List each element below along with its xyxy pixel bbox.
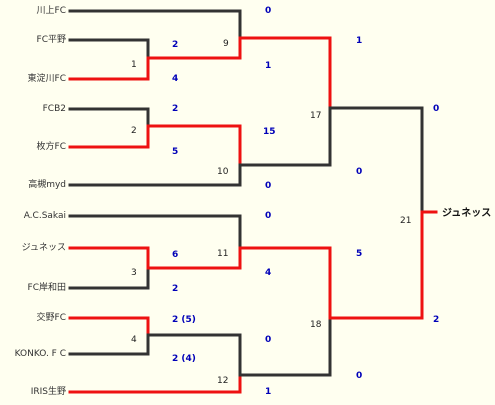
score: 2 [172, 284, 179, 294]
score: 0 [356, 371, 363, 381]
score: 2 [172, 40, 179, 50]
score: 5 [172, 147, 179, 157]
score: 4 [172, 74, 179, 84]
team-name: FCB2 [42, 104, 66, 114]
score: 4 [265, 268, 272, 278]
team-name: KONKO. F C [14, 349, 66, 359]
score: 2 (4) [172, 354, 196, 364]
score: 0 [265, 181, 272, 191]
score: 2 (5) [172, 315, 196, 325]
match-number: 1 [131, 60, 137, 70]
score: 0 [433, 104, 440, 114]
match-number: 4 [131, 335, 137, 345]
match-number: 18 [310, 320, 322, 330]
score: 5 [356, 249, 363, 259]
match-number: 21 [400, 216, 412, 226]
match-number: 11 [217, 249, 229, 259]
champion-name: ジュネッス [442, 208, 492, 219]
score: 1 [356, 36, 363, 46]
team-name: FC岸和田 [27, 283, 66, 293]
team-name: 川上FC [36, 6, 66, 16]
match-number: 17 [310, 111, 322, 121]
score: 1 [265, 387, 272, 397]
score: 0 [356, 167, 363, 177]
score: 0 [265, 335, 272, 345]
team-name: 高槻myd [28, 180, 66, 190]
team-name: 東淀川FC [27, 74, 66, 84]
score: 0 [265, 6, 272, 16]
team-name: IRIS生野 [30, 387, 66, 397]
team-name: 交野FC [36, 313, 66, 323]
match-number: 9 [223, 39, 229, 49]
match-number: 10 [217, 167, 229, 177]
score: 0 [265, 211, 272, 221]
team-name: FC平野 [36, 35, 66, 45]
score: 2 [172, 104, 179, 114]
match-number: 3 [131, 268, 137, 278]
score: 15 [263, 127, 276, 137]
score: 2 [433, 315, 440, 325]
team-name: 枚方FC [36, 142, 66, 152]
score: 1 [265, 61, 272, 71]
match-number: 2 [131, 126, 137, 136]
score: 6 [172, 250, 179, 260]
team-name: ジュネッス [21, 243, 66, 253]
match-number: 12 [217, 376, 229, 386]
team-name: A.C.Sakai [23, 211, 66, 221]
